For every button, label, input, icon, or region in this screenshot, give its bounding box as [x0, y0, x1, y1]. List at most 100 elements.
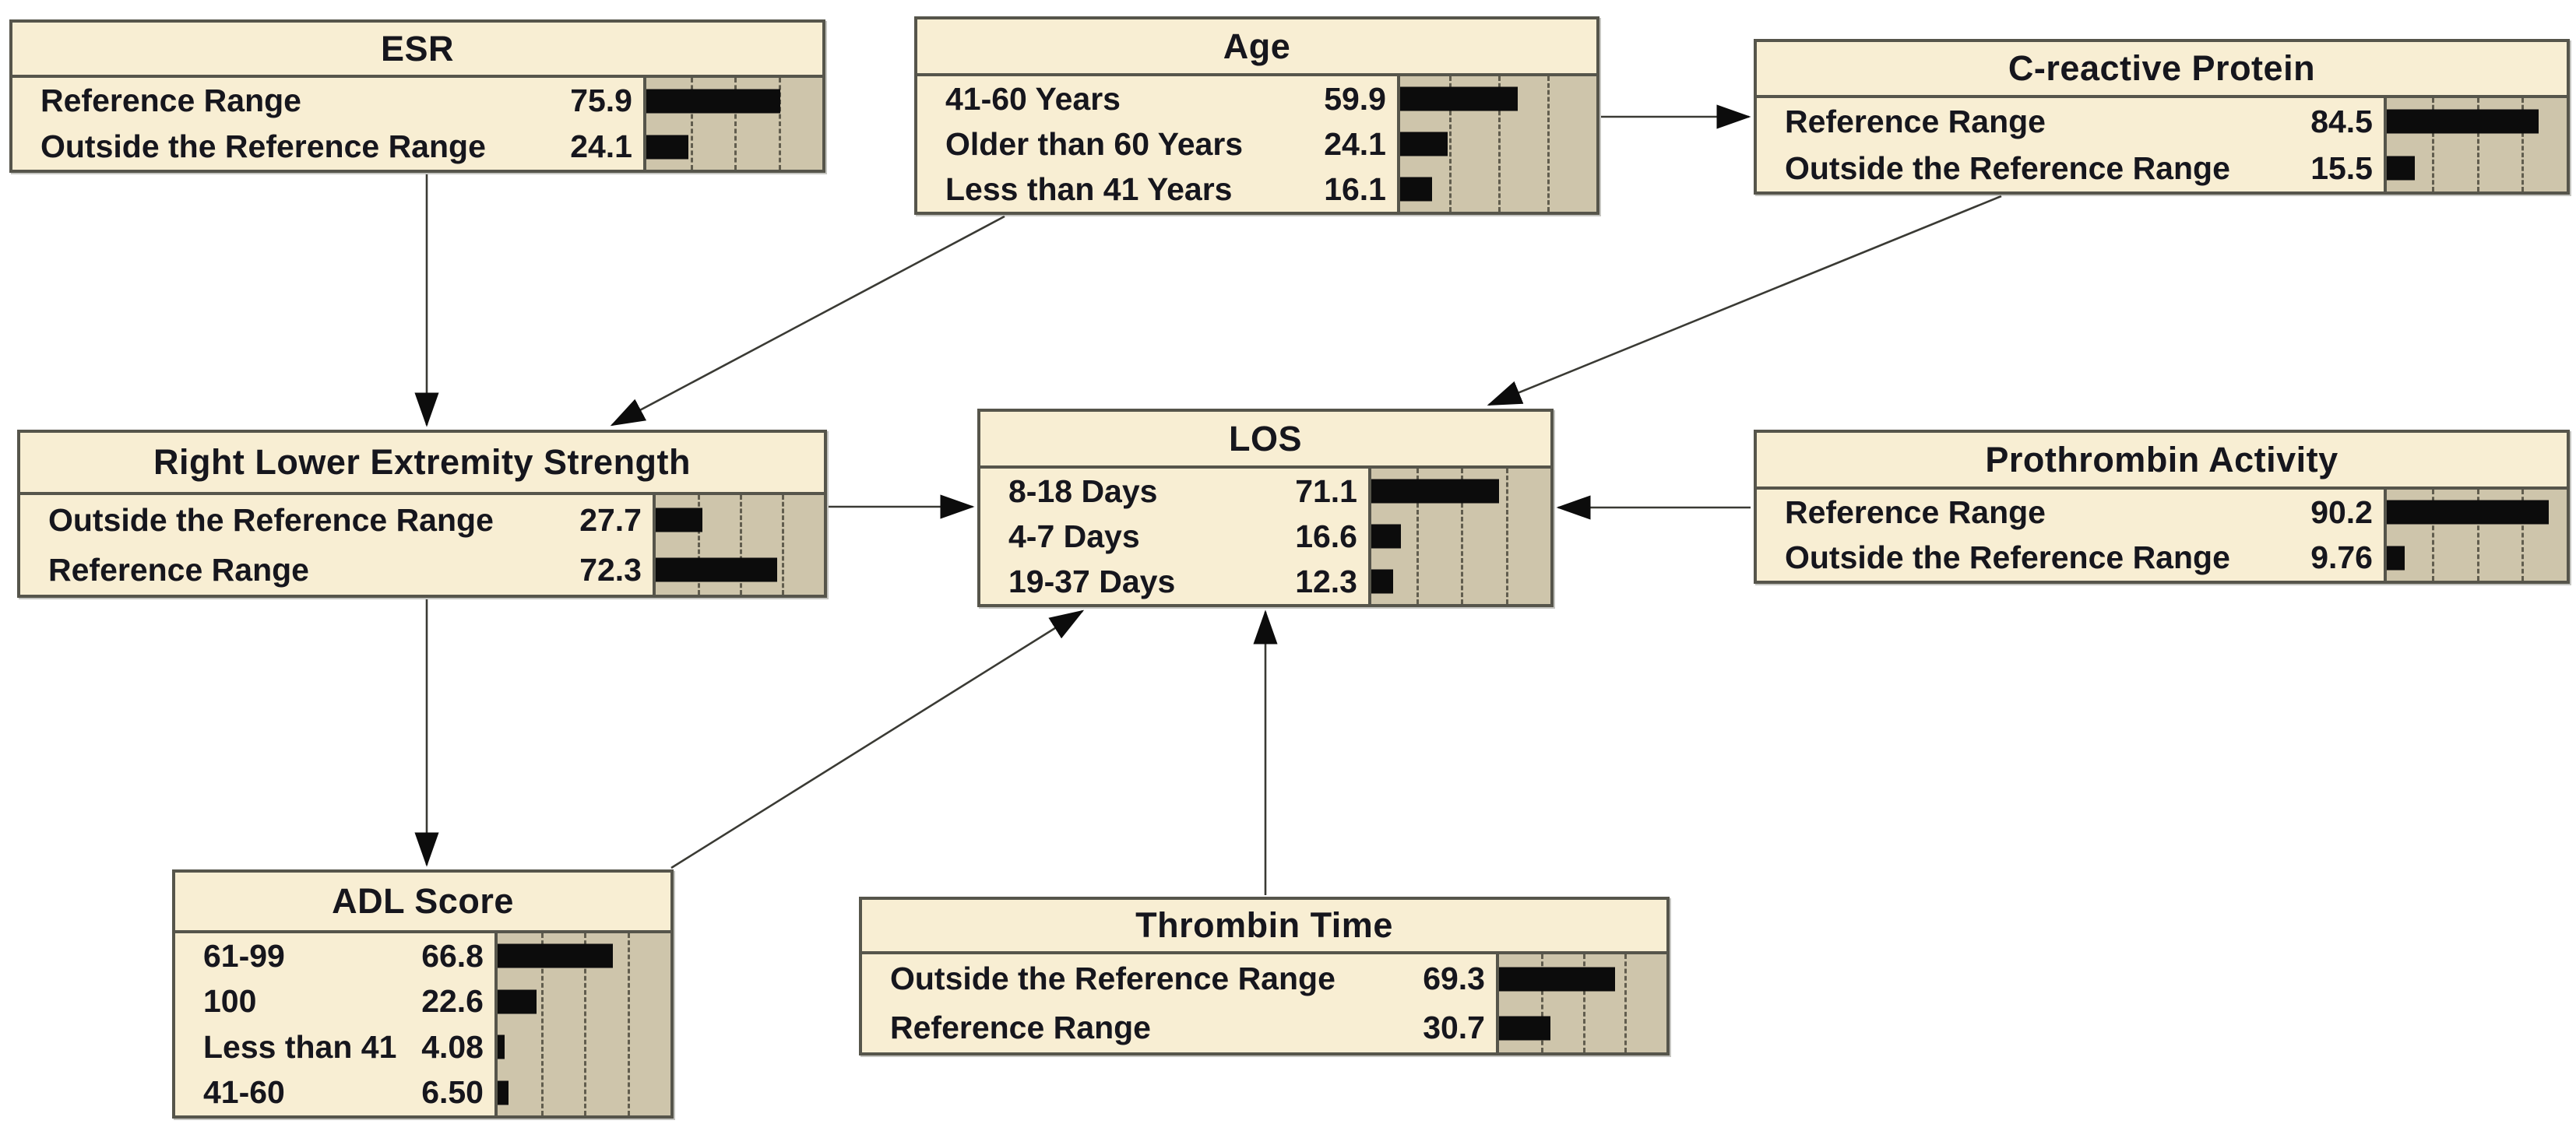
node-title: Age [917, 19, 1596, 76]
state-row[interactable]: Reference Range 84.5 [1757, 98, 2567, 145]
probability-bar [1400, 132, 1448, 156]
state-label: Outside the Reference Range [1785, 149, 2230, 186]
state-probability: 27.7 [579, 501, 642, 538]
state-row[interactable]: Reference Range 30.7 [862, 1003, 1666, 1052]
node-title: ESR [12, 23, 822, 78]
state-label: Outside the Reference Range [48, 501, 494, 538]
probability-bar [498, 989, 537, 1014]
panel-gridline [1547, 76, 1550, 212]
state-probability: 71.1 [1295, 472, 1357, 509]
state-label: Reference Range [1785, 493, 2046, 530]
panel-gridline [2476, 490, 2479, 581]
state-row[interactable]: Outside the Reference Range 15.5 [1757, 145, 2567, 191]
state-row[interactable]: Outside the Reference Range 69.3 [862, 954, 1666, 1003]
panel-gridline [2431, 98, 2434, 191]
state-label: Outside the Reference Range [890, 961, 1336, 996]
state-row[interactable]: 41-60 6.50 [175, 1070, 670, 1116]
state-label: Reference Range [890, 1010, 1151, 1045]
state-probability: 90.2 [2310, 493, 2373, 530]
state-probability: 75.9 [570, 83, 632, 118]
state-row[interactable]: 41-60 Years 59.9 [917, 76, 1596, 121]
node-c-reactive-protein[interactable]: C-reactive Protein Reference Range 84.5 … [1754, 39, 2570, 195]
probability-bar [646, 135, 689, 159]
state-probability: 30.7 [1423, 1010, 1485, 1045]
state-probability: 9.76 [2310, 539, 2373, 576]
state-label: 8-18 Days [1008, 472, 1158, 509]
node-thrombin-time[interactable]: Thrombin Time Outside the Reference Rang… [859, 897, 1670, 1055]
state-label: Reference Range [40, 83, 301, 118]
state-row[interactable]: Less than 41 4.08 [175, 1024, 670, 1070]
node-age[interactable]: Age 41-60 Years 59.9 Older than 60 Years… [914, 16, 1599, 215]
node-adl-score[interactable]: ADL Score 61-99 66.8 100 22.6 [172, 869, 674, 1119]
probability-bar [656, 508, 702, 532]
state-probability: 66.8 [421, 937, 484, 974]
probability-bar [646, 89, 780, 113]
state-row[interactable]: Reference Range 75.9 [12, 78, 822, 124]
state-row[interactable]: 8-18 Days 71.1 [980, 469, 1550, 514]
state-probability: 15.5 [2310, 149, 2373, 186]
state-probability: 6.50 [421, 1074, 484, 1111]
state-label: 19-37 Days [1008, 563, 1176, 599]
panel-gridline [627, 933, 630, 1115]
state-label: Outside the Reference Range [40, 128, 486, 164]
state-label: Reference Range [48, 551, 309, 588]
probability-bar [1371, 479, 1499, 504]
state-row[interactable]: Reference Range 72.3 [20, 545, 824, 595]
state-probability: 4.08 [421, 1028, 484, 1065]
probability-bar [498, 943, 614, 968]
state-row[interactable]: Less than 41 Years 16.1 [917, 167, 1596, 212]
panel-gridline [1416, 469, 1419, 604]
panel-gridline [778, 78, 781, 170]
state-row[interactable]: 4-7 Days 16.6 [980, 514, 1550, 559]
panel-gridline [690, 78, 693, 170]
state-probability: 69.3 [1423, 961, 1485, 996]
panel-gridline [1624, 954, 1628, 1052]
state-row[interactable]: 100 22.6 [175, 979, 670, 1025]
state-row[interactable]: Reference Range 90.2 [1757, 490, 2567, 536]
probability-bar [2387, 156, 2415, 181]
state-probability: 16.6 [1295, 518, 1357, 554]
probability-bar [1400, 177, 1432, 202]
state-row[interactable]: 61-99 66.8 [175, 933, 670, 979]
probability-bar [2387, 109, 2539, 134]
panel-gridline [540, 933, 544, 1115]
state-row[interactable]: Outside the Reference Range 24.1 [12, 124, 822, 170]
state-probability: 16.1 [1324, 170, 1386, 207]
state-row[interactable]: Outside the Reference Range 27.7 [20, 495, 824, 545]
panel-gridline [1461, 469, 1463, 604]
state-label: 61-99 [203, 937, 285, 974]
state-label: 100 [203, 983, 257, 1020]
panel-gridline [2431, 490, 2434, 581]
panel-gridline [2476, 98, 2479, 191]
state-label: Less than 41 [203, 1028, 397, 1065]
probability-bar [498, 1080, 509, 1105]
node-title: ADL Score [175, 873, 670, 933]
state-row[interactable]: 19-37 Days 12.3 [980, 559, 1550, 604]
state-probability: 84.5 [2310, 103, 2373, 139]
state-row[interactable]: Older than 60 Years 24.1 [917, 121, 1596, 167]
edge-age-to-rles [610, 215, 1005, 427]
edge-adl-to-los [670, 609, 1085, 869]
panel-gridline [782, 495, 784, 595]
node-title: Thrombin Time [862, 900, 1666, 954]
node-right-lower-extremity-strength[interactable]: Right Lower Extremity Strength Outside t… [17, 430, 827, 598]
node-prothrombin-activity[interactable]: Prothrombin Activity Reference Range 90.… [1754, 430, 2570, 584]
panel-gridline [1505, 469, 1508, 604]
probability-bar [498, 1034, 505, 1059]
node-esr[interactable]: ESR Reference Range 75.9 Outside the Ref… [9, 19, 825, 173]
state-probability: 24.1 [1324, 125, 1386, 162]
probability-bar [2387, 500, 2550, 525]
node-los[interactable]: LOS 8-18 Days 71.1 4-7 Days 16.6 [977, 409, 1554, 607]
panel-gridline [584, 933, 586, 1115]
state-label: Less than 41 Years [945, 170, 1233, 207]
state-probability: 12.3 [1295, 563, 1357, 599]
state-label: 4-7 Days [1008, 518, 1140, 554]
probability-bar [2387, 546, 2405, 571]
probability-bar [656, 557, 778, 582]
panel-gridline [1540, 954, 1543, 1052]
node-title: LOS [980, 412, 1550, 469]
node-title: Right Lower Extremity Strength [20, 433, 824, 495]
state-label: Older than 60 Years [945, 125, 1244, 162]
state-row[interactable]: Outside the Reference Range 9.76 [1757, 536, 2567, 581]
